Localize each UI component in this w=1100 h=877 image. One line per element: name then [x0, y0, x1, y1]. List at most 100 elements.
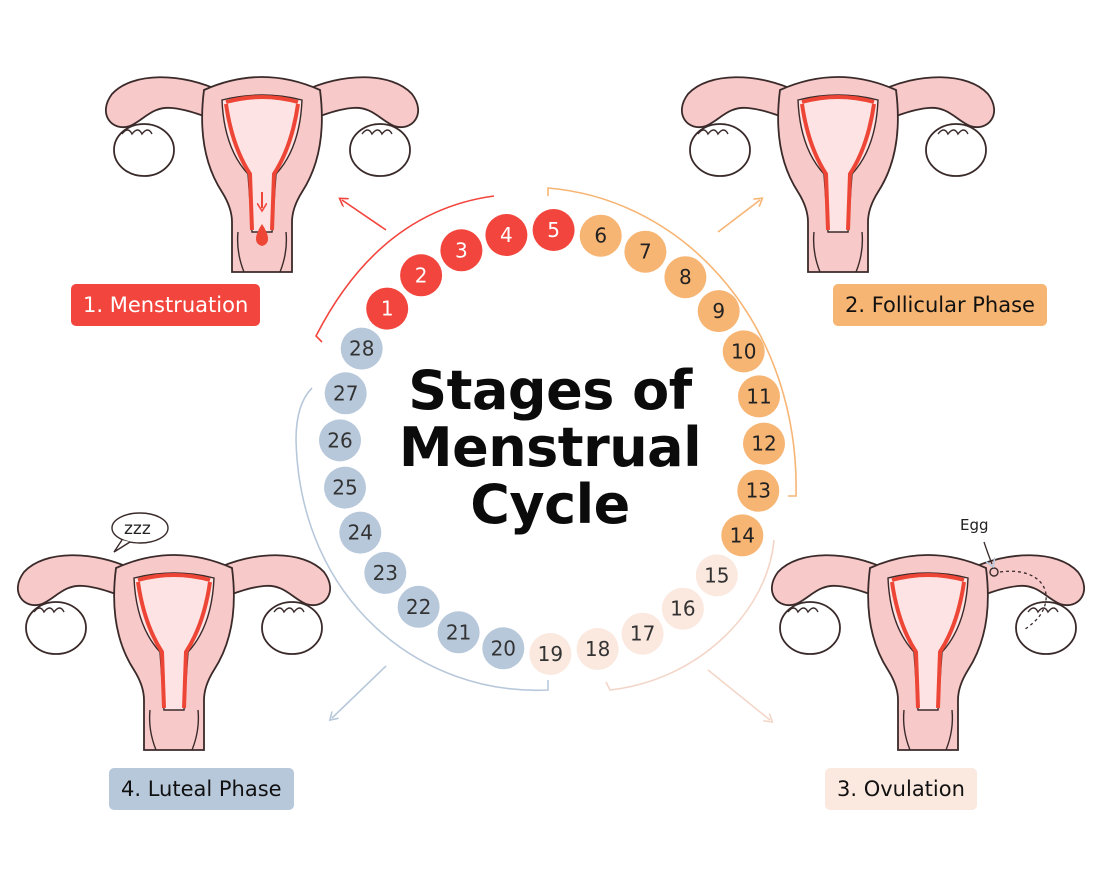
day-12: 12	[743, 422, 785, 465]
day-14: 14	[721, 514, 764, 557]
day-11: 11	[738, 375, 780, 418]
day-number: 22	[406, 595, 431, 619]
day-8: 8	[664, 256, 707, 299]
day-2: 2	[400, 254, 443, 297]
day-circle	[324, 372, 367, 415]
day-circle	[722, 330, 765, 373]
day-10: 10	[722, 330, 765, 373]
title-line-1: Stages of	[408, 359, 692, 422]
uterus-illustration-luteal	[15, 512, 333, 752]
day-circle	[532, 209, 575, 251]
day-circle	[621, 612, 664, 655]
day-circle	[743, 422, 785, 465]
day-circle	[738, 375, 780, 418]
day-circle	[721, 514, 764, 557]
phase-label-menstruation: 1. Menstruation	[71, 284, 261, 326]
day-number: 27	[333, 381, 358, 405]
day-circle	[339, 511, 382, 554]
day-23: 23	[364, 551, 407, 594]
day-number: 25	[332, 476, 357, 500]
day-number: 6	[594, 224, 607, 248]
day-circle	[661, 587, 704, 630]
day-3: 3	[440, 229, 483, 272]
day-number: 18	[585, 637, 610, 661]
day-number: 16	[670, 597, 695, 621]
day-circle	[664, 256, 707, 299]
title-line-3: Cycle	[470, 473, 630, 536]
day-5: 5	[532, 209, 575, 251]
day-number: 12	[751, 432, 776, 456]
day-number: 11	[746, 384, 771, 408]
day-circle	[319, 419, 361, 462]
day-number: 8	[679, 265, 692, 289]
day-number: 21	[446, 620, 471, 644]
day-1: 1	[366, 287, 409, 330]
day-17: 17	[621, 612, 664, 655]
day-6: 6	[579, 214, 622, 257]
day-circle	[695, 554, 738, 597]
day-16: 16	[661, 587, 704, 630]
ovulation-bracket	[605, 539, 775, 691]
day-number: 5	[547, 218, 560, 242]
day-circle	[697, 290, 740, 333]
sleep-annotation: zzz	[124, 519, 151, 539]
day-circle	[737, 469, 780, 512]
day-26: 26	[319, 419, 361, 462]
uterus-illustration-ovulation	[769, 541, 1087, 752]
day-24: 24	[339, 511, 382, 554]
day-18: 18	[576, 628, 619, 670]
menstruation-bracket	[315, 195, 495, 343]
day-circle	[366, 287, 409, 330]
day-circle	[482, 627, 525, 670]
phase-label-ovulation: 3. Ovulation	[825, 768, 977, 810]
uterus-illustration-menstruation	[103, 75, 421, 274]
page-title: Stages of Menstrual Cycle	[370, 362, 730, 533]
day-circle	[324, 466, 366, 509]
day-9: 9	[697, 290, 740, 333]
phase-label-follicular: 2. Follicular Phase	[833, 284, 1047, 326]
day-number: 14	[730, 523, 755, 547]
day-13: 13	[737, 469, 780, 512]
day-circle	[397, 585, 440, 628]
day-number: 20	[491, 636, 516, 660]
day-number: 26	[327, 428, 352, 452]
arrow-to-menstruation	[342, 200, 387, 231]
day-circle	[400, 254, 443, 297]
day-number: 24	[348, 521, 373, 545]
phase-label-luteal: 4. Luteal Phase	[109, 768, 294, 810]
day-7: 7	[624, 230, 667, 273]
day-20: 20	[482, 627, 525, 670]
day-number: 10	[731, 339, 756, 363]
day-number: 23	[373, 561, 398, 585]
arrow-to-ovulation	[707, 669, 770, 720]
day-circle	[579, 214, 622, 257]
day-4: 4	[485, 214, 528, 256]
day-15: 15	[695, 554, 738, 597]
day-number: 7	[639, 240, 652, 264]
day-number: 1	[381, 297, 394, 321]
day-25: 25	[324, 466, 366, 509]
day-number: 4	[500, 223, 513, 247]
day-number: 13	[746, 479, 771, 503]
arrow-to-luteal	[332, 665, 387, 718]
day-number: 2	[415, 263, 428, 287]
day-circle	[364, 551, 407, 594]
day-number: 28	[349, 337, 374, 361]
day-number: 19	[538, 642, 563, 666]
day-circle	[485, 214, 528, 256]
uterus-illustration-follicular	[679, 75, 997, 274]
day-number: 17	[630, 622, 655, 646]
day-number: 3	[455, 238, 468, 262]
day-circle	[440, 229, 483, 272]
day-21: 21	[437, 611, 480, 654]
day-22: 22	[397, 585, 440, 628]
day-circle	[624, 230, 667, 273]
day-circle	[529, 633, 572, 675]
day-number: 15	[704, 563, 729, 587]
day-27: 27	[324, 372, 367, 415]
day-circle	[437, 611, 480, 654]
follicular-bracket	[547, 187, 797, 497]
